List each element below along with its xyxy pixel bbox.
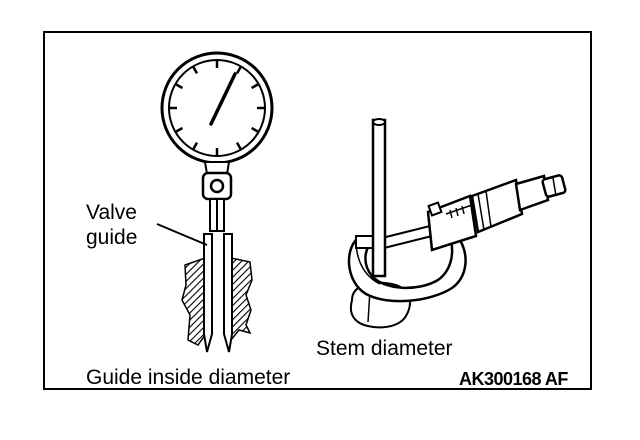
micrometer-icon [347,118,567,329]
stem-diameter-label: Stem diameter [316,337,453,360]
valve-guide-label-line1: Valve [86,201,137,224]
dial-bore-gauge-icon [156,51,274,353]
figure-code: AK300168 AF [459,369,568,389]
valve-guide-label: Valve guide [86,200,137,250]
guide-inside-diameter-label: Guide inside diameter [86,366,291,389]
valve-guide-label-line2: guide [86,226,138,249]
